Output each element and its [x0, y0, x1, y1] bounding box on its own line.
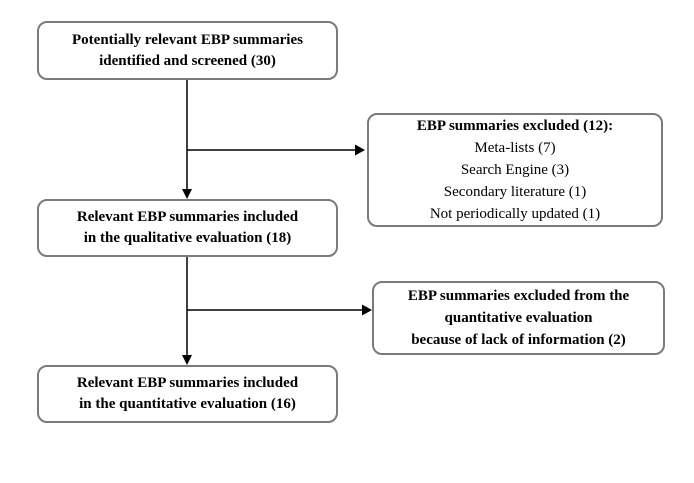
excluded-item-meta-lists: Meta-lists (7): [474, 140, 556, 156]
excluded-item-not-periodically-updated: Not periodically updated (1): [429, 206, 601, 222]
box-included-qualitative: Relevant EBP summaries included in the q…: [37, 199, 338, 257]
box-included-quantitative: Relevant EBP summaries included in the q…: [37, 365, 338, 423]
box-included-qualitative-text: Relevant EBP summaries included in the q…: [76, 209, 299, 246]
arrowhead-down-1: [182, 189, 192, 199]
box-included-quantitative-text: Relevant EBP summaries included in the q…: [76, 375, 299, 412]
arrowhead-right-1: [355, 144, 365, 156]
box-excluded-from-quantitative: EBP summaries excluded from the quantita…: [372, 281, 665, 355]
box-excluded-from-quantitative-text: EBP summaries excluded from the quantita…: [407, 288, 630, 348]
box-excluded-from-qualitative-heading: EBP summaries excluded (12):: [416, 118, 614, 134]
excluded-item-search-engine: Search Engine (3): [460, 162, 570, 178]
box-identified-screened-text: Potentially relevant EBP summaries ident…: [72, 31, 303, 69]
arrowhead-down-2: [182, 355, 192, 365]
box-identified-screened: Potentially relevant EBP summaries ident…: [37, 21, 338, 80]
excluded-item-secondary-literature: Secondary literature (1): [443, 184, 587, 200]
box-excluded-from-qualitative: EBP summaries excluded (12): Meta-lists …: [367, 113, 663, 227]
arrowhead-right-2: [362, 304, 372, 316]
